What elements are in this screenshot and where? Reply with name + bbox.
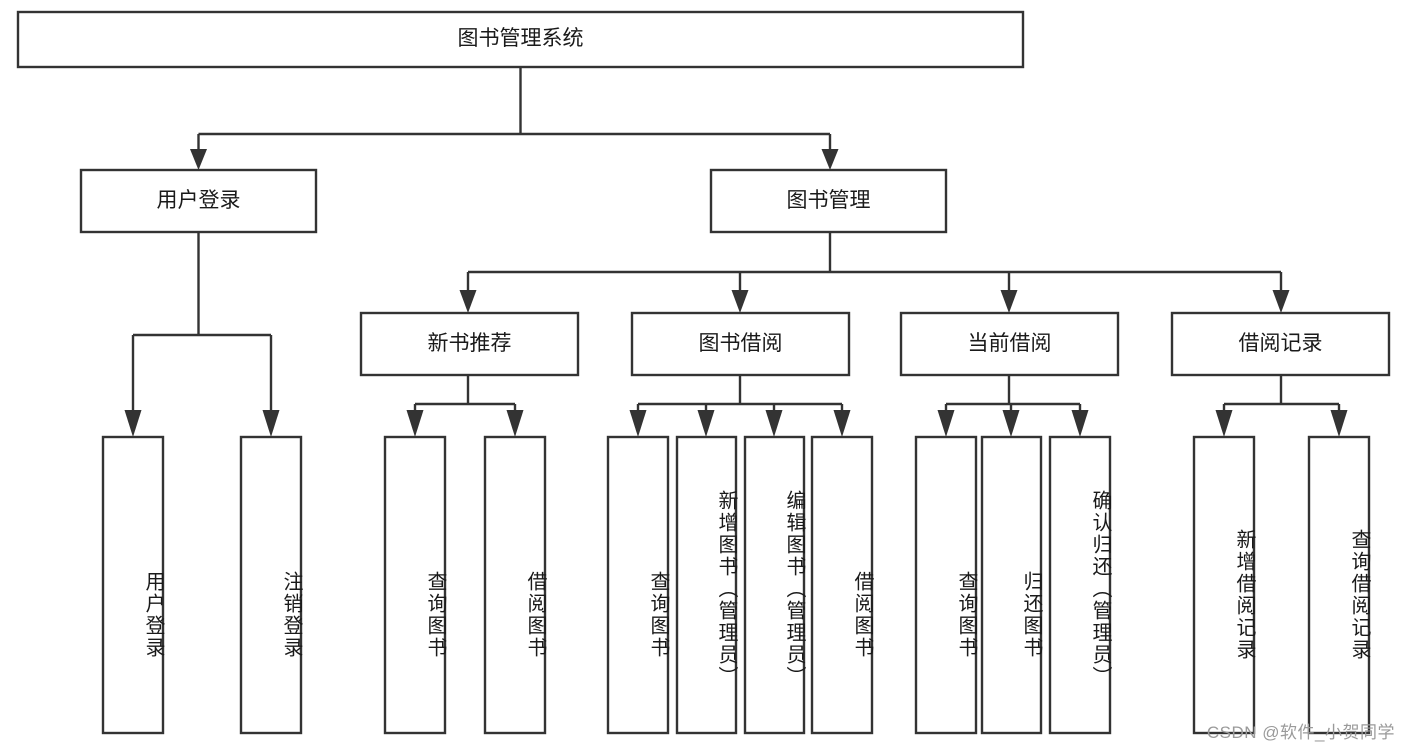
node-box-leaf-add-book[interactable] xyxy=(675,435,738,735)
arrowhead-nbr-to-leaf1 xyxy=(406,410,424,437)
node-box-leaf-user-login[interactable] xyxy=(101,435,165,735)
arrowhead-ul-to-leaf1 xyxy=(124,410,142,437)
node-box-leaf-borrow-book-1[interactable] xyxy=(483,435,547,735)
arrowhead-bb-to-leaf1 xyxy=(629,410,647,437)
arrowhead-cb-to-leaf1 xyxy=(937,410,955,437)
connector-group-root xyxy=(190,67,839,170)
node-box-leaf-query-book-2[interactable] xyxy=(606,435,670,735)
arrowhead-br-to-leaf2 xyxy=(1330,410,1348,437)
arrowhead-cb-to-leaf3 xyxy=(1071,410,1089,437)
node-box-leaf-query-book-3[interactable] xyxy=(914,435,978,735)
node-box-book-manage[interactable] xyxy=(709,168,948,234)
node-box-current-borrow[interactable] xyxy=(899,311,1120,377)
arrowhead-bm-to-current-borrow xyxy=(1000,290,1018,313)
node-box-leaf-query-book-1[interactable] xyxy=(383,435,447,735)
watermark-text: CSDN @软件_小贺同学 xyxy=(1206,723,1395,742)
node-box-new-book-rec[interactable] xyxy=(359,311,580,377)
arrowhead-bm-to-book-borrow xyxy=(731,290,749,313)
node-box-root[interactable] xyxy=(16,10,1025,69)
connector-group-book-manage xyxy=(459,232,1290,313)
node-box-leaf-query-record[interactable] xyxy=(1307,435,1371,735)
node-box-leaf-user-logout[interactable] xyxy=(239,435,303,735)
connector-group-book-borrow xyxy=(629,375,851,437)
arrowhead-bb-to-leaf2 xyxy=(697,410,715,437)
arrowhead-root-to-user-login xyxy=(190,149,207,170)
node-box-leaf-add-record[interactable] xyxy=(1192,435,1256,735)
connector-group-borrow-record xyxy=(1215,375,1348,437)
arrowhead-bb-to-leaf3 xyxy=(765,410,783,437)
connector-group-current-borrow xyxy=(937,375,1089,437)
arrowhead-bm-to-borrow-record xyxy=(1272,290,1290,313)
node-box-borrow-record[interactable] xyxy=(1170,311,1391,377)
arrowhead-bb-to-leaf4 xyxy=(833,410,851,437)
arrowhead-nbr-to-leaf2 xyxy=(506,410,524,437)
arrowhead-bm-to-new-book-rec xyxy=(459,290,477,313)
node-box-user-login[interactable] xyxy=(79,168,318,234)
node-box-leaf-edit-book[interactable] xyxy=(743,435,806,735)
node-box-leaf-confirm-return[interactable] xyxy=(1048,435,1112,735)
arrowhead-br-to-leaf1 xyxy=(1215,410,1233,437)
arrowhead-cb-to-leaf2 xyxy=(1002,410,1020,437)
arrowhead-root-to-book-manage xyxy=(821,149,839,170)
connector-group-new-book-rec xyxy=(406,375,524,437)
connector-group-user-login xyxy=(124,232,280,437)
node-box-book-borrow[interactable] xyxy=(630,311,851,377)
node-box-leaf-borrow-book-2[interactable] xyxy=(810,435,874,735)
arrowhead-ul-to-leaf2 xyxy=(262,410,280,437)
node-box-leaf-return-book[interactable] xyxy=(980,435,1043,735)
